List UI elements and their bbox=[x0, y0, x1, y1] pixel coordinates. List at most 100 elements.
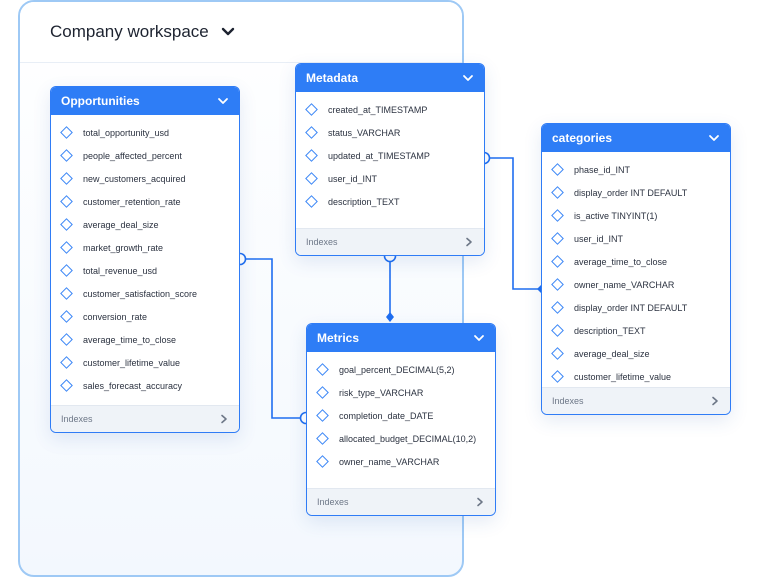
diamond-icon bbox=[305, 126, 318, 139]
diamond-icon bbox=[60, 356, 73, 369]
diamond-icon bbox=[305, 103, 318, 116]
field-row[interactable]: is_active TINYINT(1) bbox=[542, 204, 730, 227]
field-row[interactable]: average_time_to_close bbox=[542, 250, 730, 273]
field-row[interactable]: status_VARCHAR bbox=[296, 121, 484, 144]
field-row[interactable]: average_deal_size bbox=[51, 213, 239, 236]
indexes-footer[interactable]: Indexes bbox=[542, 387, 730, 414]
workspace-header[interactable]: Company workspace bbox=[20, 2, 462, 63]
table-name: Metadata bbox=[306, 71, 359, 85]
field-row[interactable]: sales_forecast_accuracy bbox=[51, 374, 239, 397]
table-name: Metrics bbox=[317, 331, 360, 345]
indexes-footer[interactable]: Indexes bbox=[51, 405, 239, 432]
diamond-icon bbox=[60, 218, 73, 231]
field-row[interactable]: market_growth_rate bbox=[51, 236, 239, 259]
diamond-icon bbox=[316, 455, 329, 468]
diamond-icon bbox=[316, 409, 329, 422]
diamond-icon bbox=[551, 324, 564, 337]
indexes-label: Indexes bbox=[317, 497, 349, 507]
diamond-icon bbox=[551, 163, 564, 176]
table-name: Opportunities bbox=[61, 94, 140, 108]
field-row[interactable]: conversion_rate bbox=[51, 305, 239, 328]
diamond-icon bbox=[551, 255, 564, 268]
chevron-down-icon[interactable] bbox=[462, 72, 474, 84]
diamond-icon bbox=[60, 379, 73, 392]
field-row[interactable]: user_id_INT bbox=[542, 227, 730, 250]
field-row[interactable]: new_customers_acquired bbox=[51, 167, 239, 190]
field-row[interactable]: customer_retention_rate bbox=[51, 190, 239, 213]
chevron-right-icon[interactable] bbox=[710, 396, 720, 406]
diamond-icon bbox=[60, 241, 73, 254]
field-row[interactable]: average_time_to_close bbox=[51, 328, 239, 351]
field-name: sales_forecast_accuracy bbox=[83, 380, 183, 391]
field-row[interactable]: owner_name_VARCHAR bbox=[542, 273, 730, 296]
diamond-icon bbox=[60, 149, 73, 162]
field-row[interactable]: description_TEXT bbox=[296, 190, 484, 213]
diamond-icon bbox=[316, 386, 329, 399]
diamond-icon bbox=[316, 363, 329, 376]
table-header[interactable]: Metrics bbox=[307, 324, 495, 352]
chevron-down-icon[interactable] bbox=[708, 132, 720, 144]
field-name: people_affected_percent bbox=[83, 150, 182, 161]
chevron-down-icon[interactable] bbox=[217, 95, 229, 107]
diamond-icon bbox=[60, 172, 73, 185]
field-name: completion_date_DATE bbox=[339, 410, 434, 421]
field-row[interactable]: owner_name_VARCHAR bbox=[307, 450, 495, 473]
chevron-right-icon[interactable] bbox=[219, 414, 229, 424]
field-row[interactable]: customer_lifetime_value bbox=[542, 365, 730, 388]
field-row[interactable]: customer_lifetime_value bbox=[51, 351, 239, 374]
indexes-footer[interactable]: Indexes bbox=[296, 228, 484, 255]
table-header[interactable]: Opportunities bbox=[51, 87, 239, 115]
field-row[interactable]: risk_type_VARCHAR bbox=[307, 381, 495, 404]
field-row[interactable]: customer_satisfaction_score bbox=[51, 282, 239, 305]
field-row[interactable]: total_revenue_usd bbox=[51, 259, 239, 282]
field-name: display_order INT DEFAULT bbox=[574, 187, 688, 198]
field-name: total_opportunity_usd bbox=[83, 127, 170, 138]
indexes-footer[interactable]: Indexes bbox=[307, 488, 495, 515]
table-opportunities[interactable]: Opportunities total_opportunity_usd peop… bbox=[50, 86, 240, 433]
table-header[interactable]: categories bbox=[542, 124, 730, 152]
connector-metadata-categories bbox=[484, 157, 541, 290]
field-row[interactable]: goal_percent_DECIMAL(5,2) bbox=[307, 358, 495, 381]
diamond-icon bbox=[551, 347, 564, 360]
chevron-down-icon[interactable] bbox=[473, 332, 485, 344]
field-row[interactable]: completion_date_DATE bbox=[307, 404, 495, 427]
connector-opportunities-metrics bbox=[240, 258, 306, 419]
field-row[interactable]: average_deal_size bbox=[542, 342, 730, 365]
field-row[interactable]: created_at_TIMESTAMP bbox=[296, 98, 484, 121]
diamond-icon bbox=[316, 432, 329, 445]
field-name: created_at_TIMESTAMP bbox=[328, 104, 428, 115]
table-metadata[interactable]: Metadata created_at_TIMESTAMP status_VAR… bbox=[295, 63, 485, 256]
table-metrics[interactable]: Metrics goal_percent_DECIMAL(5,2) risk_t… bbox=[306, 323, 496, 516]
table-header[interactable]: Metadata bbox=[296, 64, 484, 92]
indexes-label: Indexes bbox=[306, 237, 338, 247]
field-name: average_time_to_close bbox=[574, 256, 668, 267]
table-categories[interactable]: categories phase_id_INT display_order IN… bbox=[541, 123, 731, 415]
diamond-icon bbox=[551, 370, 564, 383]
field-name: average_deal_size bbox=[83, 219, 159, 230]
chevron-right-icon[interactable] bbox=[475, 497, 485, 507]
field-row[interactable]: phase_id_INT bbox=[542, 158, 730, 181]
field-name: risk_type_VARCHAR bbox=[339, 387, 424, 398]
field-row[interactable]: total_opportunity_usd bbox=[51, 121, 239, 144]
field-name: market_growth_rate bbox=[83, 242, 164, 253]
diamond-icon bbox=[60, 310, 73, 323]
field-row[interactable]: allocated_budget_DECIMAL(10,2) bbox=[307, 427, 495, 450]
connector-end-diamond bbox=[386, 312, 394, 322]
diamond-icon bbox=[551, 232, 564, 245]
chevron-right-icon[interactable] bbox=[464, 237, 474, 247]
field-name: customer_lifetime_value bbox=[83, 357, 181, 368]
field-row[interactable]: updated_at_TIMESTAMP bbox=[296, 144, 484, 167]
field-name: goal_percent_DECIMAL(5,2) bbox=[339, 364, 455, 375]
diamond-icon bbox=[305, 149, 318, 162]
field-row[interactable]: description_TEXT bbox=[542, 319, 730, 342]
field-name: status_VARCHAR bbox=[328, 127, 401, 138]
field-row[interactable]: people_affected_percent bbox=[51, 144, 239, 167]
chevron-down-icon[interactable] bbox=[219, 23, 237, 41]
field-row[interactable]: user_id_INT bbox=[296, 167, 484, 190]
diamond-icon bbox=[551, 301, 564, 314]
diamond-icon bbox=[305, 195, 318, 208]
diamond-icon bbox=[60, 333, 73, 346]
field-row[interactable]: display_order INT DEFAULT bbox=[542, 181, 730, 204]
indexes-label: Indexes bbox=[61, 414, 93, 424]
field-row[interactable]: display_order INT DEFAULT bbox=[542, 296, 730, 319]
